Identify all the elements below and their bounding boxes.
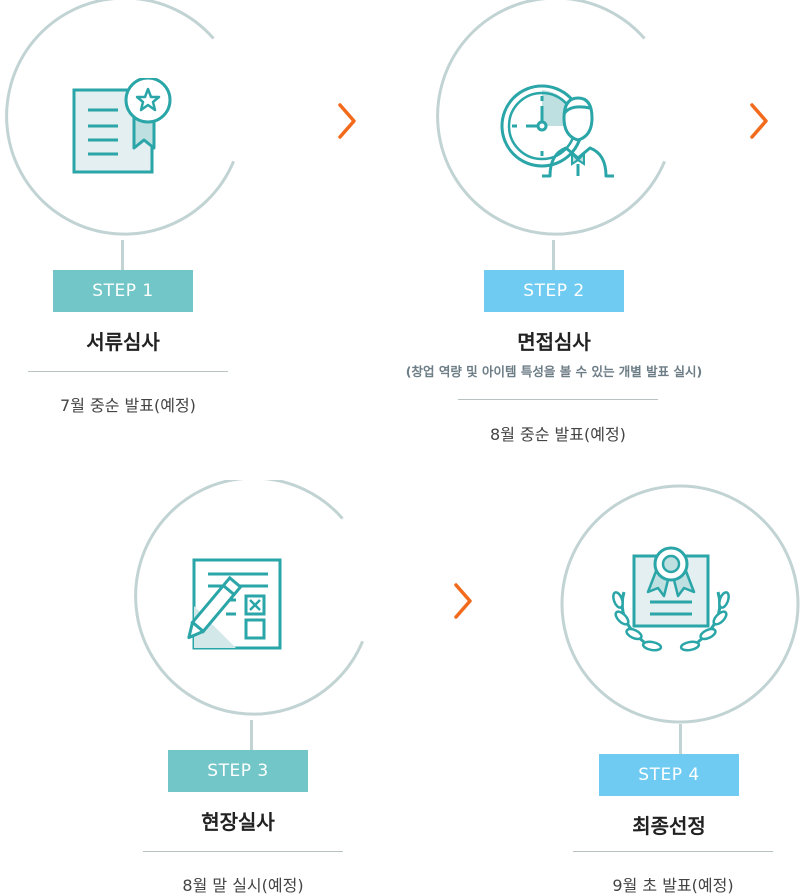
step-2-date: 8월 중순 발표(예정) (490, 425, 626, 444)
step-1-title: 서류심사 (86, 330, 160, 354)
chevron-right-icon (750, 103, 768, 139)
clock-person-icon (500, 84, 614, 178)
step-2-divider (458, 399, 658, 400)
step-4-badge: STEP 4 (599, 754, 739, 796)
step-3-ring (132, 480, 372, 720)
certificate-laurel-icon (612, 546, 730, 652)
step-2-note: (창업 역량 및 아이템 특성을 볼 수 있는 개별 발표 실시) (405, 364, 703, 379)
step-1-badge: STEP 1 (53, 270, 193, 312)
step-3-badge: STEP 3 (168, 750, 308, 792)
chevron-right-icon (338, 103, 356, 139)
step-1-connector (121, 240, 124, 270)
step-3-title: 현장실사 (201, 810, 275, 834)
step-4-date: 9월 초 발표(예정) (612, 876, 734, 895)
checklist-pencil-icon (187, 558, 282, 650)
document-award-icon (72, 78, 172, 174)
step-1-date: 7월 중순 발표(예정) (60, 396, 196, 415)
step-3-date: 8월 말 실시(예정) (182, 876, 304, 895)
step-1-divider (28, 371, 228, 372)
step-4-connector (679, 724, 682, 754)
step-2-badge: STEP 2 (484, 270, 624, 312)
step-4-title: 최종선정 (632, 814, 706, 838)
step-3-divider (143, 851, 343, 852)
step-4-ring (560, 484, 800, 724)
step-2-connector (552, 240, 555, 270)
step-1-ring (3, 0, 243, 240)
chevron-right-icon (454, 583, 472, 619)
step-2-title: 면접심사 (517, 330, 591, 354)
step-4-divider (573, 851, 773, 852)
step-3-connector (250, 720, 253, 750)
step-2-ring (434, 0, 674, 240)
